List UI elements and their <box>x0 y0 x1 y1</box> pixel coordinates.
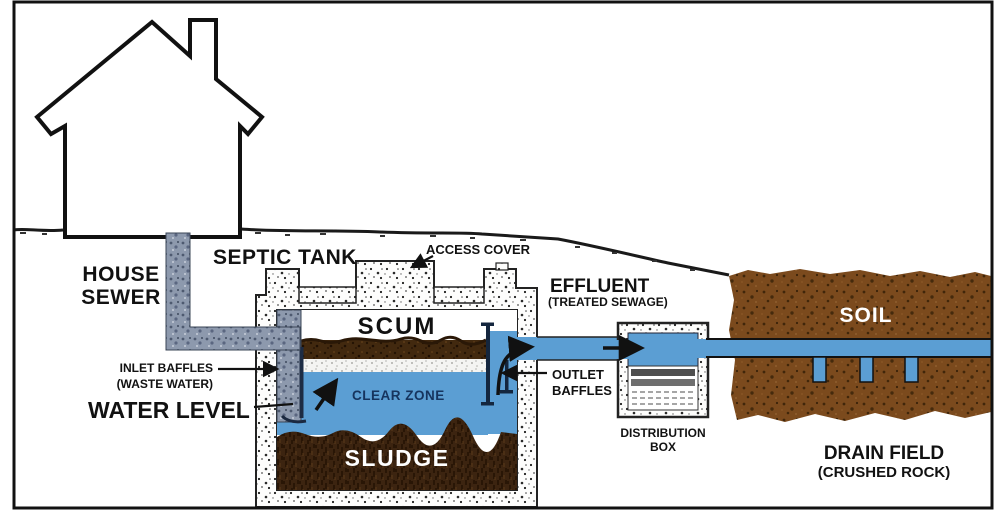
scum-layer <box>301 340 486 360</box>
label-drain-field-2: (CRUSHED ROCK) <box>818 464 951 481</box>
tank-lid-nub <box>495 262 509 271</box>
label-clear-zone: CLEAR ZONE <box>352 388 445 403</box>
label-effluent-2: (TREATED SEWAGE) <box>548 295 668 309</box>
access-cover-pointer <box>409 253 434 269</box>
outlet-tee-cap <box>500 390 513 394</box>
house-outline <box>34 18 265 239</box>
outlet-baffle-bottom-cap <box>481 402 494 406</box>
label-effluent-1: EFFLUENT <box>550 276 650 297</box>
distribution-box-bar-2 <box>631 379 695 386</box>
drain-field-pipe <box>706 339 991 357</box>
label-drain-field-1: DRAIN FIELD <box>824 443 944 464</box>
outlet-chamber-water <box>486 331 517 434</box>
label-septic-tank: SEPTIC TANK <box>213 246 357 269</box>
inlet-elbow <box>280 414 307 424</box>
ground-texture-marks <box>20 232 695 271</box>
label-house-sewer-2: SEWER <box>81 286 161 309</box>
distribution-box-bar-1 <box>631 369 695 376</box>
outlet-tee-pipe <box>505 360 509 392</box>
label-distribution-box-1: DISTRIBUTION <box>620 426 705 440</box>
tank-lid-panel-right <box>433 286 485 304</box>
drain-field-pipe-outline <box>706 338 991 358</box>
label-house-sewer-1: HOUSE <box>82 263 159 286</box>
image-frame <box>12 0 994 510</box>
ground-line-right <box>240 227 730 277</box>
outlet-baffle-top-cap <box>481 322 494 326</box>
label-distribution-box-2: BOX <box>650 440 676 454</box>
label-inlet-baffles-1: INLET BAFFLES <box>120 361 213 375</box>
drain-outlet-3 <box>904 356 919 383</box>
drain-outlet-2 <box>859 356 874 383</box>
effluent-pipe <box>517 337 630 360</box>
drain-outlet-1 <box>812 356 827 383</box>
outlet-baffle <box>486 325 490 405</box>
label-water-level: WATER LEVEL <box>88 397 250 423</box>
label-outlet-baffles-1: OUTLET <box>552 367 604 382</box>
label-inlet-baffles-2: (WASTE WATER) <box>117 377 213 391</box>
label-scum: SCUM <box>358 313 437 340</box>
water-level-pointer <box>253 402 294 409</box>
scum-foam-band <box>301 359 486 372</box>
label-sludge: SLUDGE <box>345 445 450 471</box>
distribution-box-slots <box>632 391 694 405</box>
label-access-cover: ACCESS COVER <box>426 242 531 257</box>
scum-layer-top-edge <box>300 335 487 346</box>
sludge-layer <box>277 417 517 490</box>
flow-arrow-outlet <box>496 335 535 396</box>
effluent-pipe-outline <box>537 336 620 361</box>
ground-line-left <box>13 227 64 233</box>
label-outlet-baffles-2: BAFFLES <box>552 383 612 398</box>
label-soil: SOIL <box>839 304 892 327</box>
house-sewer-pipe <box>165 232 301 351</box>
inlet-baffle <box>299 347 304 418</box>
flow-arrow-clear-zone <box>312 377 339 411</box>
tank-lid-panel-left <box>298 286 357 304</box>
